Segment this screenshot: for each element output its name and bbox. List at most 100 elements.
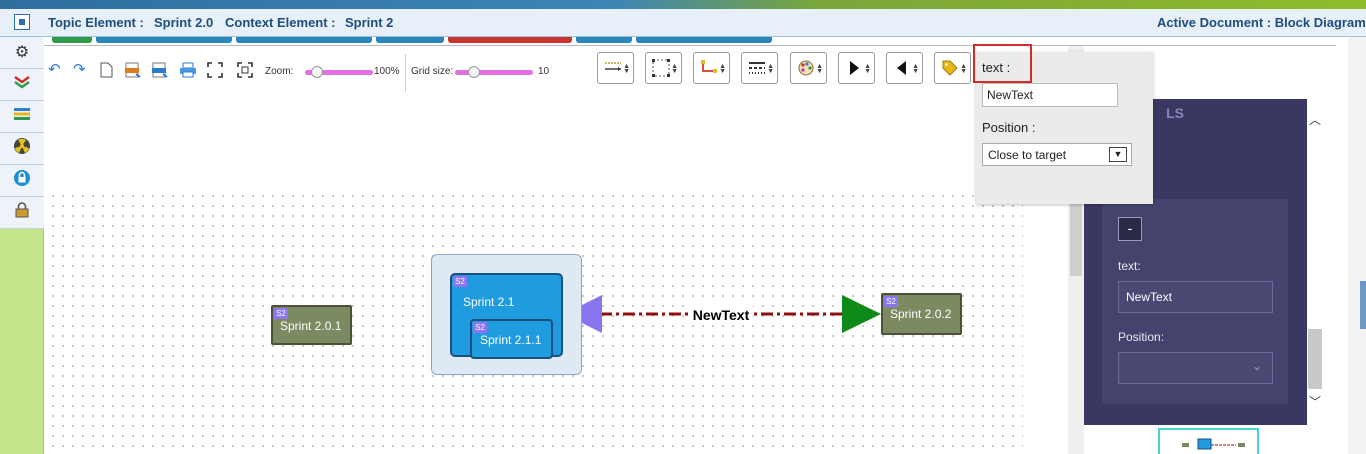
page-scrollbar[interactable] bbox=[1348, 37, 1366, 454]
tab[interactable] bbox=[96, 37, 232, 43]
block-sprint-2-1-1[interactable]: S2 Sprint 2.1.1 bbox=[470, 319, 553, 359]
layers-icon bbox=[13, 74, 31, 95]
context-element-value: Sprint 2 bbox=[345, 15, 394, 30]
stereotype-badge: S2 bbox=[453, 276, 467, 287]
dash-style-icon bbox=[749, 62, 765, 74]
sidebar-item-stack[interactable] bbox=[0, 101, 44, 133]
chevron-up-icon[interactable]: ︿ bbox=[1309, 113, 1322, 127]
overview-thumbnail bbox=[1182, 438, 1245, 450]
stereotype-badge: S2 bbox=[274, 308, 288, 319]
position-label: Position: bbox=[1118, 330, 1165, 344]
diagram-toolbar: ↶ ↷ Zoom: 100% bbox=[45, 46, 1068, 96]
padlock-icon bbox=[13, 201, 31, 224]
connector-style-dropdown[interactable]: ▲▼ bbox=[645, 52, 682, 84]
source-arrow-dropdown[interactable]: ▲▼ bbox=[886, 52, 923, 84]
print-icon[interactable] bbox=[179, 62, 197, 81]
sidebar-item-padlock[interactable] bbox=[0, 197, 44, 229]
routing-dropdown[interactable]: ▲▼ bbox=[693, 52, 730, 84]
block-sprint-2-0-2[interactable]: S2 Sprint 2.0.2 bbox=[881, 293, 962, 335]
header-bar: Topic Element : Sprint 2.0 Context Eleme… bbox=[0, 9, 1366, 37]
label-edit-popup: text : NewText Position : Close to targe… bbox=[973, 44, 1153, 204]
grid-size-slider-thumb[interactable] bbox=[468, 66, 481, 78]
lock-icon bbox=[13, 169, 31, 192]
sidebar-item-lock[interactable] bbox=[0, 165, 44, 197]
popup-position-select[interactable]: Close to target ▼ bbox=[982, 143, 1132, 166]
target-arrowhead[interactable] bbox=[842, 295, 881, 333]
panel-scrollbar[interactable]: ︿ ﹀ bbox=[1307, 99, 1323, 425]
panel-scrollbar-thumb[interactable] bbox=[1308, 329, 1322, 389]
tab[interactable] bbox=[636, 37, 772, 43]
block-label: Sprint 2.0.2 bbox=[890, 307, 952, 321]
chevron-down-icon[interactable]: ﹀ bbox=[1309, 395, 1322, 409]
palette-icon bbox=[798, 60, 814, 76]
stereotype-badge: S2 bbox=[473, 322, 487, 333]
fullscreen-icon[interactable] bbox=[237, 62, 253, 81]
sidebar-item-hazard[interactable] bbox=[0, 133, 44, 165]
stereotype-badge: S2 bbox=[884, 296, 898, 307]
popup-text-label: text : bbox=[982, 60, 1011, 75]
chevron-down-icon[interactable]: ▼ bbox=[1109, 147, 1127, 162]
text-field[interactable]: NewText bbox=[1118, 281, 1273, 313]
undo-icon[interactable]: ↶ bbox=[48, 61, 61, 78]
toolbar-divider bbox=[405, 54, 406, 92]
export-svg-icon[interactable] bbox=[125, 62, 141, 81]
target-arrow-dropdown[interactable]: ▲▼ bbox=[838, 52, 875, 84]
tab[interactable] bbox=[236, 37, 372, 43]
popup-position-value: Close to target bbox=[988, 148, 1067, 162]
group-container[interactable]: S2 Sprint 2.1 S2 Sprint 2.1.1 bbox=[431, 254, 582, 375]
block-label: Sprint 2.1 bbox=[463, 295, 515, 309]
tab[interactable] bbox=[376, 37, 444, 43]
routing-icon bbox=[701, 60, 717, 73]
grid-size-label: Grid size: bbox=[411, 66, 454, 77]
text-label: text: bbox=[1118, 259, 1141, 273]
collapse-button[interactable]: - bbox=[1118, 217, 1142, 241]
grid-size-slider[interactable] bbox=[455, 70, 533, 75]
tab-strip bbox=[44, 37, 1336, 46]
radiation-icon bbox=[13, 137, 31, 160]
block-label: Sprint 2.1.1 bbox=[480, 333, 542, 347]
page-scrollbar-thumb[interactable] bbox=[1360, 281, 1366, 329]
panel-title: LS bbox=[1166, 105, 1184, 121]
sidebar-item-layers[interactable] bbox=[0, 69, 44, 101]
highlight-box bbox=[973, 44, 1032, 83]
topic-element-label: Topic Element : bbox=[48, 15, 144, 30]
topic-element-value: Sprint 2.0 bbox=[154, 15, 214, 30]
popup-position-label: Position : bbox=[982, 120, 1036, 135]
line-style-dropdown[interactable]: ▲▼ bbox=[597, 52, 634, 84]
connector-label[interactable]: NewText bbox=[689, 305, 753, 325]
export-png-icon[interactable] bbox=[152, 62, 168, 81]
arrow-left-icon bbox=[897, 61, 906, 75]
diagram-overview[interactable] bbox=[1158, 428, 1259, 454]
left-sidebar: ⚙ bbox=[0, 37, 44, 454]
tab[interactable] bbox=[448, 37, 572, 43]
dash-style-dropdown[interactable]: ▲▼ bbox=[741, 52, 778, 84]
tab[interactable] bbox=[576, 37, 632, 43]
diagram-canvas-area: ↶ ↷ Zoom: 100% bbox=[45, 46, 1068, 454]
tab[interactable] bbox=[52, 37, 92, 43]
sidebar-item-settings[interactable]: ⚙ bbox=[0, 37, 44, 69]
chevron-down-icon: ⌄ bbox=[1251, 359, 1262, 373]
connector-points-icon bbox=[652, 59, 670, 77]
active-document: Active Document : Block Diagram bbox=[1157, 15, 1366, 30]
source-arrowhead[interactable] bbox=[564, 295, 602, 333]
new-page-icon[interactable] bbox=[100, 62, 113, 81]
zoom-slider-thumb[interactable] bbox=[310, 66, 323, 78]
arrow-right-icon bbox=[850, 61, 859, 75]
zoom-slider[interactable] bbox=[305, 70, 373, 75]
fit-page-icon[interactable] bbox=[207, 62, 223, 81]
tag-icon bbox=[942, 60, 958, 76]
label-dropdown[interactable]: ▲▼ bbox=[934, 52, 971, 84]
zoom-value: 100% bbox=[374, 66, 400, 77]
block-sprint-2-1[interactable]: S2 Sprint 2.1 S2 Sprint 2.1.1 bbox=[450, 273, 563, 359]
popup-text-input[interactable]: NewText bbox=[982, 83, 1118, 107]
redo-icon[interactable]: ↷ bbox=[73, 61, 86, 78]
block-sprint-2-0-1[interactable]: S2 Sprint 2.0.1 bbox=[271, 305, 352, 345]
gear-icon: ⚙ bbox=[14, 43, 30, 61]
document-icon[interactable] bbox=[14, 14, 30, 30]
context-element-label: Context Element : bbox=[225, 15, 336, 30]
color-dropdown[interactable]: ▲▼ bbox=[790, 52, 827, 84]
block-label: Sprint 2.0.1 bbox=[280, 319, 342, 333]
position-select[interactable]: ⌄ bbox=[1118, 352, 1273, 384]
label-properties-section: - text: NewText Position: ⌄ bbox=[1102, 199, 1288, 404]
